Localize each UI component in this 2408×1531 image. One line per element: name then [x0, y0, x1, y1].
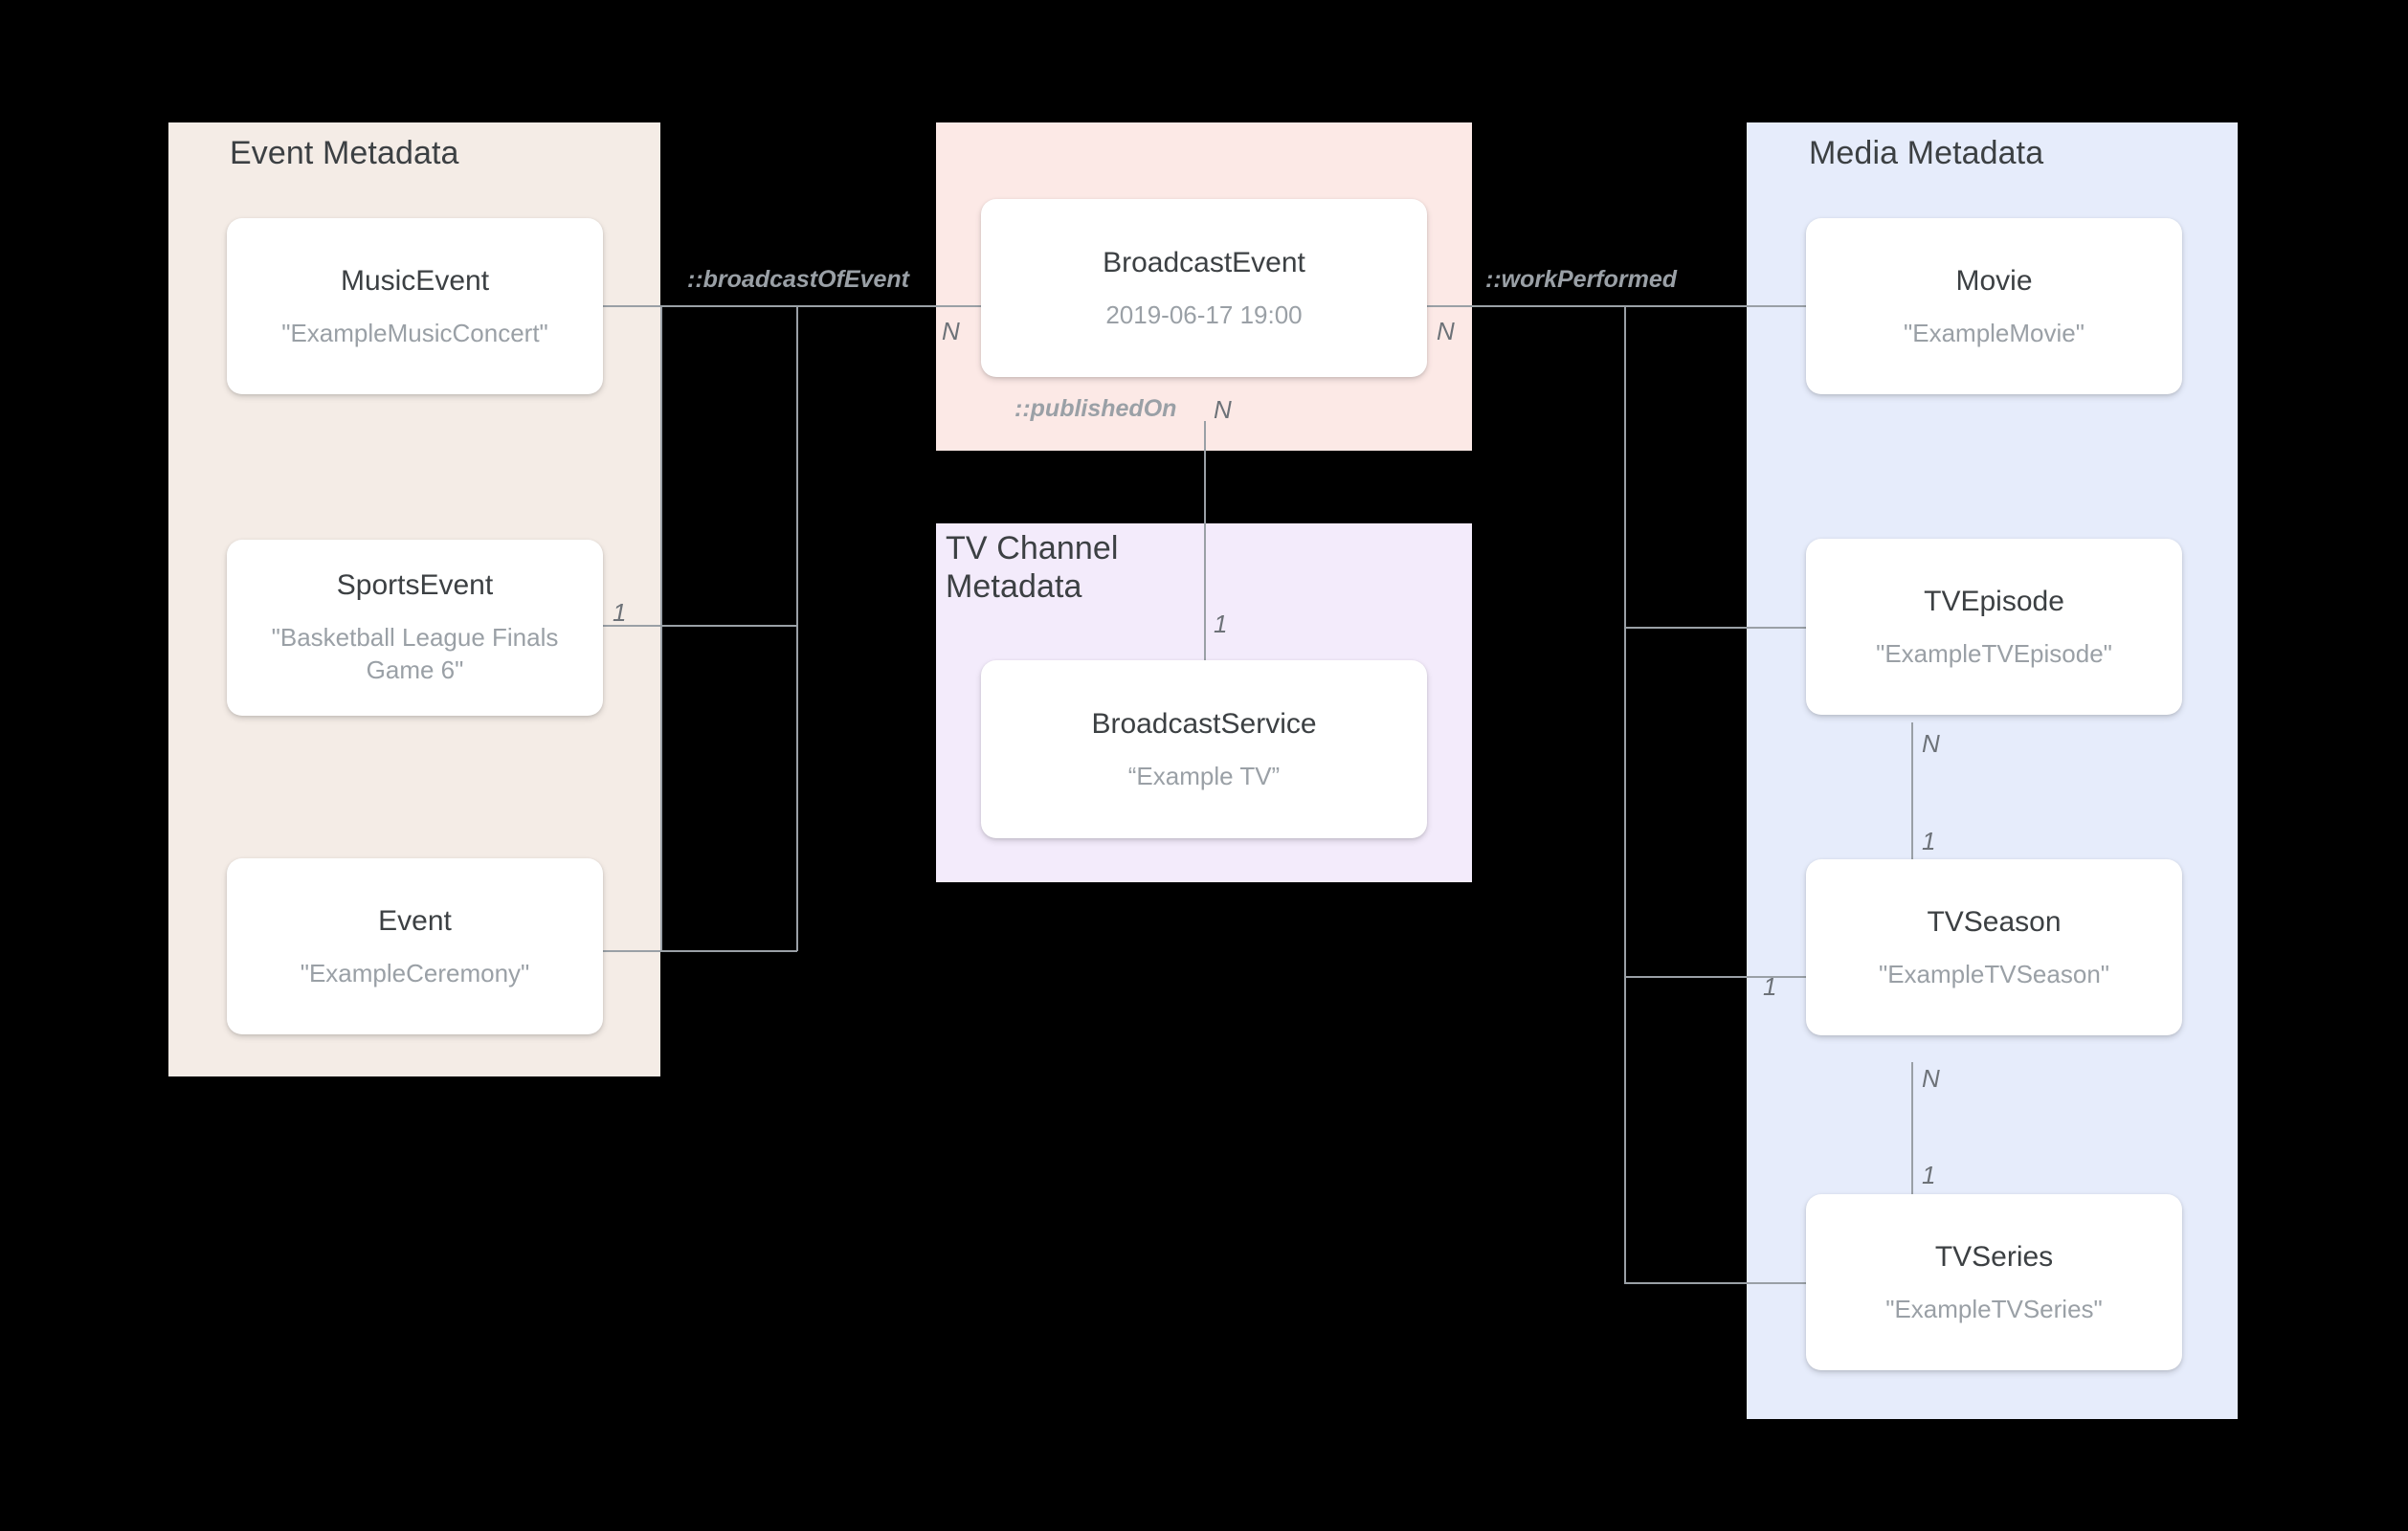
- entity-value-broadcast-service: “Example TV”: [1127, 761, 1281, 790]
- relation-label-broadcast-of-event: ::broadcastOfEvent: [687, 266, 909, 293]
- panel-title-media-metadata: Media Metadata: [1809, 135, 2044, 171]
- cardinality-episode-to-season-1: 1: [1922, 827, 1936, 855]
- cardinality-broadcast-event-right: N: [1437, 317, 1455, 345]
- cardinality-season-left: 1: [1763, 972, 1777, 1001]
- edge-event-vertical-bus: [796, 305, 798, 951]
- relation-label-published-on: ::publishedOn: [1014, 395, 1177, 422]
- cardinality-published-on: N: [1214, 395, 1232, 424]
- entity-type-tv-episode: TVEpisode: [1924, 585, 2064, 617]
- entity-type-movie: Movie: [1955, 264, 2033, 297]
- edge-broadcast-event-to-movie: [1426, 305, 1807, 307]
- entity-value-music-event: "ExampleMusicConcert": [281, 318, 548, 347]
- edge-tv-episode-to-tv-season: [1911, 722, 1913, 933]
- entity-type-broadcast-event: BroadcastEvent: [1103, 246, 1305, 278]
- entity-card-sports-event[interactable]: SportsEvent "Basketball League Finals Ga…: [227, 540, 603, 716]
- cardinality-episode-to-season-n: N: [1922, 729, 1940, 758]
- cardinality-broadcast-event-left: N: [942, 317, 960, 345]
- panel-title-tv-channel-metadata: TV Channel Metadata: [946, 530, 1119, 606]
- entity-card-tv-episode[interactable]: TVEpisode "ExampleTVEpisode": [1806, 539, 2182, 715]
- cardinality-broadcast-service: 1: [1214, 610, 1228, 638]
- entity-type-sports-event: SportsEvent: [336, 569, 494, 602]
- edge-sports-event-to-bus: [603, 625, 797, 627]
- cardinality-season-to-series-n: N: [1922, 1064, 1940, 1093]
- entity-value-tv-episode: "ExampleTVEpisode": [1876, 638, 2112, 668]
- edge-bus-to-tv-series: [1624, 1282, 1807, 1284]
- edge-event-to-bus: [603, 950, 797, 952]
- entity-card-broadcast-service[interactable]: BroadcastService “Example TV”: [981, 660, 1427, 838]
- entity-type-tv-series: TVSeries: [1934, 1240, 2054, 1273]
- edge-broadcast-event-to-broadcast-service: [1204, 421, 1206, 660]
- edge-media-vertical-bus: [1624, 305, 1626, 1283]
- entity-type-tv-season: TVSeason: [1927, 905, 2062, 938]
- relation-label-work-performed: ::workPerformed: [1485, 266, 1678, 293]
- entity-value-tv-series: "ExampleTVSeries": [1885, 1294, 2103, 1323]
- cardinality-sports-event: 1: [613, 598, 627, 627]
- entity-value-tv-season: "ExampleTVSeason": [1878, 959, 2110, 988]
- entity-type-event: Event: [378, 904, 452, 937]
- entity-type-music-event: MusicEvent: [340, 264, 490, 297]
- edge-event-stub-rail: [660, 305, 662, 951]
- entity-card-tv-series[interactable]: TVSeries "ExampleTVSeries": [1806, 1194, 2182, 1370]
- edge-tv-season-to-tv-series: [1911, 1062, 1913, 1273]
- entity-value-sports-event: "Basketball League Finals Game 6": [271, 623, 559, 684]
- edge-music-event-to-broadcast-event: [603, 305, 982, 307]
- entity-card-music-event[interactable]: MusicEvent "ExampleMusicConcert": [227, 218, 603, 394]
- cardinality-season-to-series-1: 1: [1922, 1161, 1936, 1189]
- edge-bus-to-tv-season: [1624, 976, 1807, 978]
- entity-card-tv-season[interactable]: TVSeason "ExampleTVSeason": [1806, 859, 2182, 1035]
- entity-value-movie: "ExampleMovie": [1904, 318, 2085, 347]
- entity-card-movie[interactable]: Movie "ExampleMovie": [1806, 218, 2182, 394]
- entity-value-broadcast-event: 2019-06-17 19:00: [1105, 300, 1303, 329]
- entity-card-event[interactable]: Event "ExampleCeremony": [227, 858, 603, 1034]
- edge-bus-to-tv-episode: [1624, 627, 1807, 629]
- panel-title-event-metadata: Event Metadata: [230, 135, 459, 171]
- entity-value-event: "ExampleCeremony": [300, 958, 530, 987]
- entity-type-broadcast-service: BroadcastService: [1091, 707, 1317, 740]
- entity-card-broadcast-event[interactable]: BroadcastEvent 2019-06-17 19:00: [981, 199, 1427, 377]
